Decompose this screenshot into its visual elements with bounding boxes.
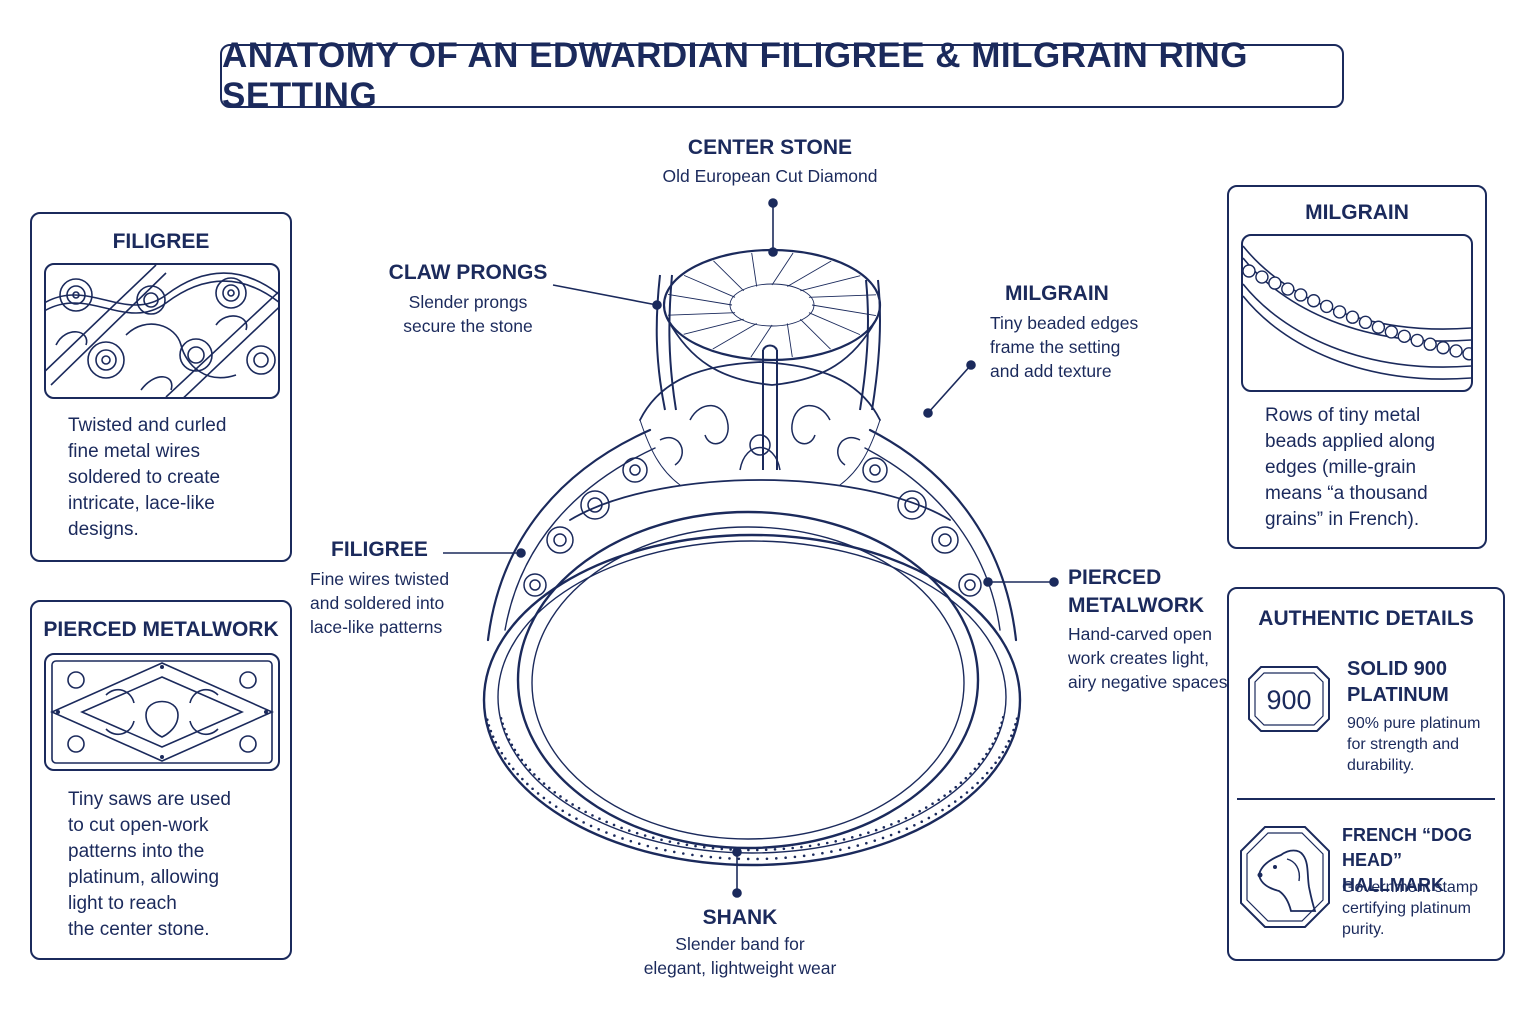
text-line: and add texture [990, 361, 1112, 381]
text-line: 90% pure platinum [1347, 715, 1481, 732]
text-line: fine metal wires [68, 441, 200, 462]
milgrain-beads-icon [1243, 245, 1471, 380]
text-line: SOLID 900 [1347, 658, 1448, 680]
text-line: platinum, allowing [68, 867, 220, 888]
callout-milgrain-heading: MILGRAIN [1005, 282, 1109, 305]
text-line: Government stamp [1342, 879, 1479, 896]
filigree-swirl-icon [46, 265, 278, 397]
text-line: Slender prongs [408, 292, 528, 312]
text-line: to cut open-work [68, 815, 209, 836]
text-line: the center stone. [68, 919, 210, 940]
callout-shank-heading: SHANK [702, 906, 778, 929]
shank-inner-edge [516, 510, 980, 850]
page-title: ANATOMY OF AN EDWARDIAN FILIGREE & MILGR… [222, 36, 1249, 115]
milgrain-panel-heading: MILGRAIN [1305, 201, 1409, 224]
title-box: ANATOMY OF AN EDWARDIAN FILIGREE & MILGR… [220, 36, 1344, 115]
text-line: airy negative spaces [1068, 672, 1228, 692]
text-line: Hand-carved open [1068, 624, 1212, 644]
text-line: FRENCH “DOG HEAD” [1342, 825, 1472, 870]
text-line: intricate, lace-like [68, 493, 215, 514]
text-line: work creates light, [1068, 648, 1210, 668]
text-line: light to reach [68, 893, 177, 914]
callout-filigree-text: Fine wires twisted and soldered into lac… [310, 567, 449, 639]
panel-divider [1237, 798, 1495, 800]
text-line: elegant, lightweight wear [643, 958, 837, 978]
text-line: durability. [1347, 757, 1415, 774]
text-line: PLATINUM [1347, 684, 1449, 706]
text-line: edges (mille-grain [1265, 457, 1417, 478]
text-line: beads applied along [1265, 431, 1436, 452]
callout-center-stone-heading: CENTER STONE [687, 136, 853, 159]
text-line: Fine wires twisted [310, 569, 450, 589]
shank-outer-edge [482, 533, 1022, 867]
filigree-panel: FILIGREE Twisted and curled fine [30, 212, 292, 562]
callout-milgrain-text: Tiny beaded edges frame the setting and … [990, 311, 1138, 383]
platinum-heading: SOLID 900 PLATINUM [1347, 656, 1449, 708]
callout-pierced-text: Hand-carved open work creates light, air… [1068, 622, 1228, 694]
text-line: and soldered into [310, 593, 445, 613]
text-line: Tiny saws are used [68, 789, 231, 810]
text-line: secure the stone [403, 316, 533, 336]
text-line: HALLMARK [1342, 875, 1444, 895]
milgrain-panel-text: Rows of tiny metal beads applied along e… [1265, 403, 1435, 533]
callout-claw-prongs-heading: CLAW PRONGS [388, 261, 548, 284]
authentic-panel-heading: AUTHENTIC DETAILS [1258, 607, 1474, 630]
callout-pierced-heading: PIERCED METALWORK [1068, 564, 1204, 620]
hallmark-heading: FRENCH “DOG HEAD” HALLMARK [1342, 823, 1503, 898]
text-line: certifying platinum [1342, 900, 1471, 917]
text-line: soldered to create [68, 467, 221, 488]
callout-claw-prongs-text: Slender prongs secure the stone [368, 290, 568, 338]
text-line: METALWORK [1068, 594, 1205, 617]
filigree-illustration [44, 263, 280, 399]
milgrain-panel: MILGRAIN Rows of tiny metal beads applie… [1227, 185, 1487, 549]
callout-filigree-heading: FILIGREE [331, 538, 428, 561]
callout-center-stone-text: Old European Cut Diamond [662, 166, 878, 186]
text-line: means “a thousand [1265, 483, 1428, 504]
text-line: for strength and [1347, 736, 1460, 753]
pierced-panel-text: Tiny saws are used to cut open-work patt… [68, 787, 231, 943]
text-line: Twisted and curled [68, 415, 227, 436]
pierced-panel-heading: PIERCED METALWORK [43, 618, 279, 641]
milgrain-illustration [1241, 234, 1473, 392]
text-line: patterns into the [68, 841, 205, 862]
pierced-pattern-icon [50, 660, 274, 764]
text-line: PIERCED [1068, 566, 1162, 589]
octagon-900-badge: 900 [1248, 666, 1330, 732]
diamond-crown [662, 248, 882, 362]
filigree-panel-heading: FILIGREE [112, 230, 210, 253]
callout-shank-text: Slender band for elegant, lightweight we… [590, 932, 890, 980]
filigree-panel-text: Twisted and curled fine metal wires sold… [68, 413, 226, 543]
text-line: frame the setting [990, 337, 1121, 357]
pierced-illustration [44, 653, 280, 771]
text-line: lace-like patterns [310, 617, 443, 637]
hallmark-text: Government stamp certifying platinum pur… [1342, 877, 1478, 940]
text-line: grains” in French). [1265, 509, 1420, 530]
authentic-details-panel: AUTHENTIC DETAILS 900 SOLID 900 PLATINUM… [1227, 587, 1505, 961]
pierced-metalwork-panel: PIERCED METALWORK Tiny saws are used to … [30, 600, 292, 960]
text-line: designs. [68, 519, 139, 540]
platinum-text: 90% pure platinum for strength and durab… [1347, 713, 1480, 776]
dog-head-hallmark-icon [1240, 826, 1330, 928]
badge-number: 900 [1266, 685, 1311, 715]
text-line: Rows of tiny metal [1265, 405, 1421, 426]
text-line: Tiny beaded edges [990, 313, 1139, 333]
text-line: purity. [1342, 921, 1385, 938]
text-line: Slender band for [675, 934, 805, 954]
